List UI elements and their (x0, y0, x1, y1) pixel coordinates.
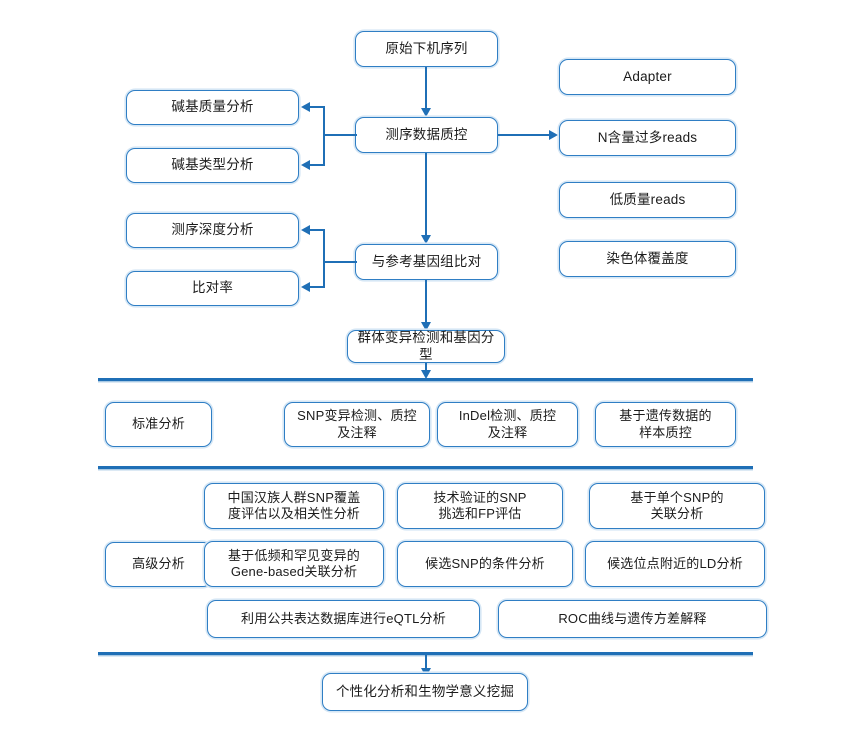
node-sequencing-qc-label: 测序数据质控 (385, 126, 468, 142)
node-single-snp-association[interactable]: 基于单个SNP的 关联分析 (589, 483, 765, 529)
node-variant-calling-label: 群体变异检测和基因分型 (357, 329, 495, 362)
node-genetic-data-sample-qc-label: 基于遗传数据的 样本质控 (619, 408, 712, 440)
connector-qc-to-base-quality (310, 106, 325, 109)
node-chromosome-coverage-label: 染色体覆盖度 (606, 250, 689, 266)
node-variant-calling[interactable]: 群体变异检测和基因分型 (347, 330, 505, 363)
arrowhead-qc-to-base-type (301, 159, 310, 170)
arrowhead-divider-to-personalized (420, 668, 431, 677)
node-roc-variance-explained[interactable]: ROC曲线与遗传方差解释 (498, 600, 767, 638)
node-adapter-label: Adapter (623, 68, 672, 84)
connector-qc-left-stem (323, 134, 357, 137)
node-han-snp-coverage[interactable]: 中国汉族人群SNP覆盖 度评估以及相关性分析 (204, 483, 384, 529)
divider-personalized-top (98, 652, 753, 655)
node-advanced-analysis-label[interactable]: 高级分析 (105, 542, 212, 587)
node-candidate-snp-conditional-label: 候选SNP的条件分析 (425, 555, 545, 571)
node-gene-based-association[interactable]: 基于低频和罕见变异的 Gene-based关联分析 (204, 541, 384, 587)
arrowhead-qc-to-n-reads (549, 129, 558, 140)
node-eqtl-analysis[interactable]: 利用公共表达数据库进行eQTL分析 (207, 600, 480, 638)
node-ld-analysis[interactable]: 候选位点附近的LD分析 (585, 541, 765, 587)
node-n-rich-reads[interactable]: N含量过多reads (559, 120, 736, 156)
connector-align-to-rate (310, 286, 325, 289)
node-single-snp-association-label: 基于单个SNP的 关联分析 (630, 489, 724, 521)
node-sequencing-depth[interactable]: 测序深度分析 (126, 213, 299, 248)
node-base-quality-label: 碱基质量分析 (171, 99, 254, 115)
node-alignment-rate-label: 比对率 (191, 280, 234, 296)
connector-qc-to-base-type (310, 164, 325, 167)
node-genetic-data-sample-qc[interactable]: 基于遗传数据的 样本质控 (595, 402, 736, 447)
node-sequencing-depth-label: 测序深度分析 (171, 222, 254, 238)
node-low-quality-reads-label: 低质量reads (609, 191, 686, 207)
node-snp-detection-qc-annotation-label: SNP变异检测、质控 及注释 (297, 408, 417, 440)
node-sequencing-qc[interactable]: 测序数据质控 (355, 117, 498, 153)
arrowhead-qc-to-align (420, 235, 431, 244)
node-ld-analysis-label: 候选位点附近的LD分析 (607, 555, 743, 571)
node-tech-validated-snp[interactable]: 技术验证的SNP 挑选和FP评估 (397, 483, 563, 529)
node-eqtl-analysis-label: 利用公共表达数据库进行eQTL分析 (241, 610, 446, 626)
node-personalized-analysis-label: 个性化分析和生物学意义挖掘 (335, 683, 515, 699)
arrowhead-qc-to-base-quality (301, 101, 310, 112)
arrowhead-variant-to-standard-section (420, 370, 431, 379)
arrowhead-rawreads-to-qc (420, 108, 431, 117)
connector-align-to-depth (310, 229, 325, 232)
node-raw-reads[interactable]: 原始下机序列 (355, 31, 498, 67)
connector-variant-to-standard-section (425, 363, 428, 372)
node-gene-based-association-label: 基于低频和罕见变异的 Gene-based关联分析 (227, 547, 360, 579)
connector-qc-to-align (425, 153, 428, 235)
node-indel-detection-qc-annotation-label: InDel检测、质控 及注释 (458, 408, 557, 440)
node-snp-detection-qc-annotation[interactable]: SNP变异检测、质控 及注释 (284, 402, 430, 447)
node-low-quality-reads[interactable]: 低质量reads (559, 182, 736, 218)
node-indel-detection-qc-annotation[interactable]: InDel检测、质控 及注释 (437, 402, 578, 447)
connector-qc-left-spine (323, 106, 326, 166)
node-roc-variance-explained-label: ROC曲线与遗传方差解释 (558, 610, 707, 626)
node-chromosome-coverage[interactable]: 染色体覆盖度 (559, 241, 736, 277)
arrowhead-align-to-variant (420, 322, 431, 331)
connector-align-left-stem (323, 261, 357, 264)
connector-rawreads-to-qc (425, 67, 428, 108)
divider-advanced-analysis-top (98, 466, 753, 469)
node-han-snp-coverage-label: 中国汉族人群SNP覆盖 度评估以及相关性分析 (227, 489, 361, 521)
connector-divider-to-personalized (425, 655, 428, 670)
node-base-type[interactable]: 碱基类型分析 (126, 148, 299, 183)
node-adapter[interactable]: Adapter (559, 59, 736, 95)
connector-align-to-variant (425, 280, 428, 322)
arrowhead-align-to-depth (301, 224, 310, 235)
node-advanced-analysis-text: 高级分析 (132, 556, 185, 572)
arrowhead-align-to-rate (301, 281, 310, 292)
node-align-reference-label: 与参考基因组比对 (371, 253, 482, 269)
divider-standard-analysis-top (98, 378, 753, 381)
node-candidate-snp-conditional[interactable]: 候选SNP的条件分析 (397, 541, 573, 587)
connector-qc-to-n-reads (498, 134, 549, 137)
node-align-reference[interactable]: 与参考基因组比对 (355, 244, 498, 280)
node-tech-validated-snp-label: 技术验证的SNP 挑选和FP评估 (433, 489, 527, 521)
node-n-rich-reads-label: N含量过多reads (597, 129, 698, 145)
node-alignment-rate[interactable]: 比对率 (126, 271, 299, 306)
node-raw-reads-label: 原始下机序列 (385, 40, 468, 56)
node-personalized-analysis[interactable]: 个性化分析和生物学意义挖掘 (322, 673, 528, 711)
node-base-quality[interactable]: 碱基质量分析 (126, 90, 299, 125)
node-standard-analysis-label[interactable]: 标准分析 (105, 402, 212, 447)
node-base-type-label: 碱基类型分析 (171, 157, 254, 173)
connector-align-left-spine (323, 229, 326, 288)
node-standard-analysis-text: 标准分析 (132, 416, 185, 432)
